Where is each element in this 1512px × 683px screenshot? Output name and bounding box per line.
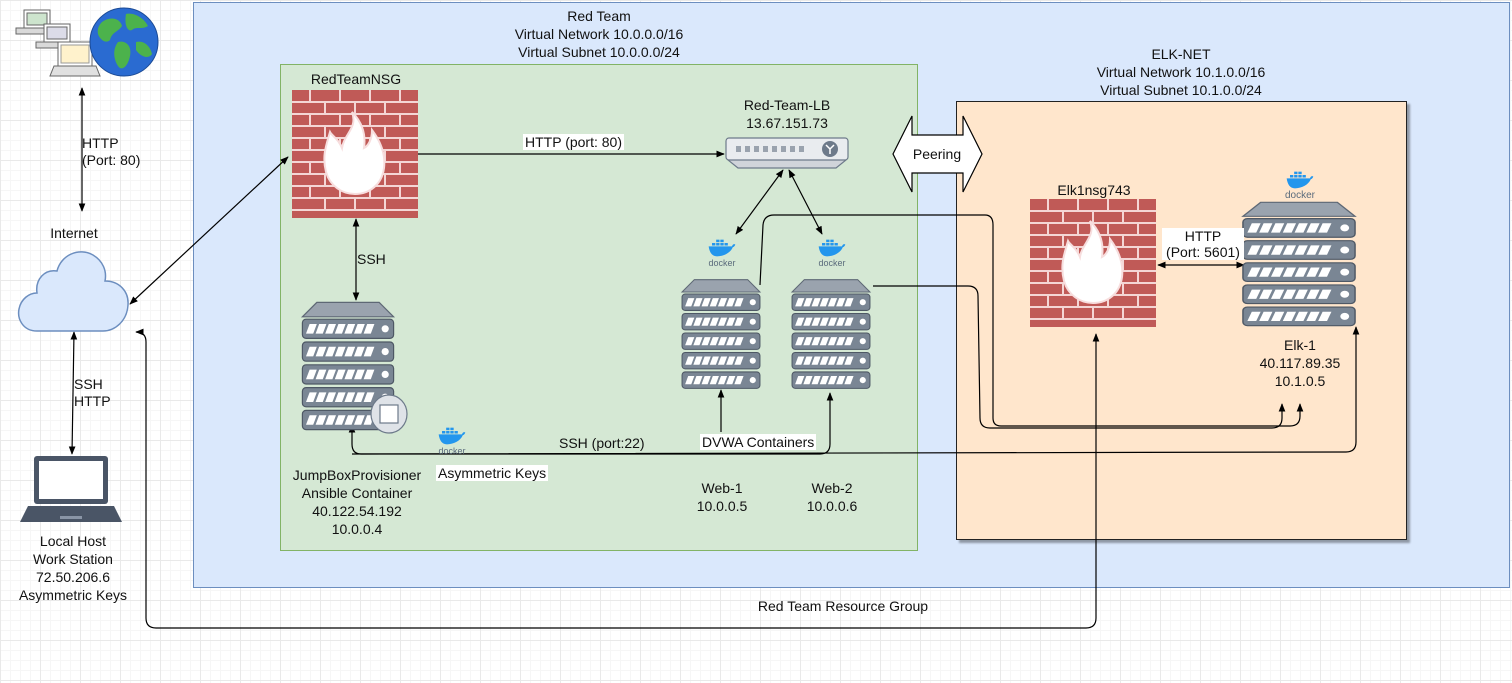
load-balancer-label: Red-Team-LB 13.67.151.73 (743, 97, 831, 131)
red-team-title: Red Team Virtual Network 10.0.0.0/16 Vir… (514, 8, 684, 60)
internet-cloud-icon (15, 245, 133, 335)
red-team-nsg-label: RedTeamNSG (310, 71, 402, 87)
edge-label-dvwa-containers: DVWA Containers (700, 434, 817, 450)
edge-label-ssh-http: SSH HTTP (74, 376, 111, 409)
resource-group-label: Red Team Resource Group (757, 598, 929, 614)
edge-label-ssh: SSH (357, 251, 386, 267)
elk-net-title: ELK-NET Virtual Network 10.1.0.0/16 Virt… (1096, 46, 1266, 98)
edge-lb-web2 (788, 169, 823, 235)
edge-internet-localhost (68, 331, 78, 455)
edge-localhost-elknsg (135, 328, 1100, 629)
jumpbox-label: JumpBoxProvisioner Ansible Container 40.… (292, 467, 422, 537)
web2-label: Web-2 10.0.0.6 (806, 480, 858, 514)
elk1-label: Elk-1 40.117.89.35 10.1.0.5 (1259, 337, 1341, 389)
local-host-laptop-icon (18, 454, 124, 526)
edge-web1-elk1 (759, 214, 1304, 427)
elk1-docker-icon: docker (1280, 170, 1320, 202)
edge-label-ssh-port22: SSH (port:22) (559, 435, 645, 451)
edge-label-http-port80-lb: HTTP (port: 80) (523, 134, 624, 150)
edge-jumpbox-elk1 (351, 326, 1360, 455)
web2-docker-icon: docker (814, 238, 850, 270)
jumpbox-docker-icon: docker (434, 426, 470, 458)
peering-label: Peering (912, 146, 962, 162)
local-host-label: Local Host Work Station 72.50.206.6 Asym… (18, 533, 128, 603)
web1-label: Web-1 10.0.0.5 (696, 480, 748, 514)
edge-internet-nsg (129, 156, 289, 305)
edge-web2-elk1 (873, 285, 1286, 429)
elk1-server-icon (1240, 200, 1358, 328)
web1-docker-icon: docker (704, 238, 740, 270)
edge-lb-web1 (735, 169, 784, 235)
edge-label-http-port5601: HTTP (Port: 5601) (1162, 228, 1244, 260)
web1-server-icon (680, 276, 762, 392)
internet-label: Internet (50, 225, 98, 241)
web2-server-icon (790, 276, 872, 392)
edge-label-asymmetric-keys: Asymmetric Keys (436, 465, 549, 481)
elk-nsg-label: Elk1nsg743 (1057, 182, 1131, 198)
red-team-nsg-firewall-icon (292, 90, 418, 218)
peering-arrow (892, 115, 983, 193)
elk-nsg-firewall-icon (1030, 199, 1156, 327)
edge-label-http-port80: HTTP (Port: 80) (82, 135, 141, 168)
workstations-globe-icon (14, 2, 160, 88)
load-balancer-icon (724, 132, 850, 172)
ansible-container-icon (370, 394, 408, 434)
